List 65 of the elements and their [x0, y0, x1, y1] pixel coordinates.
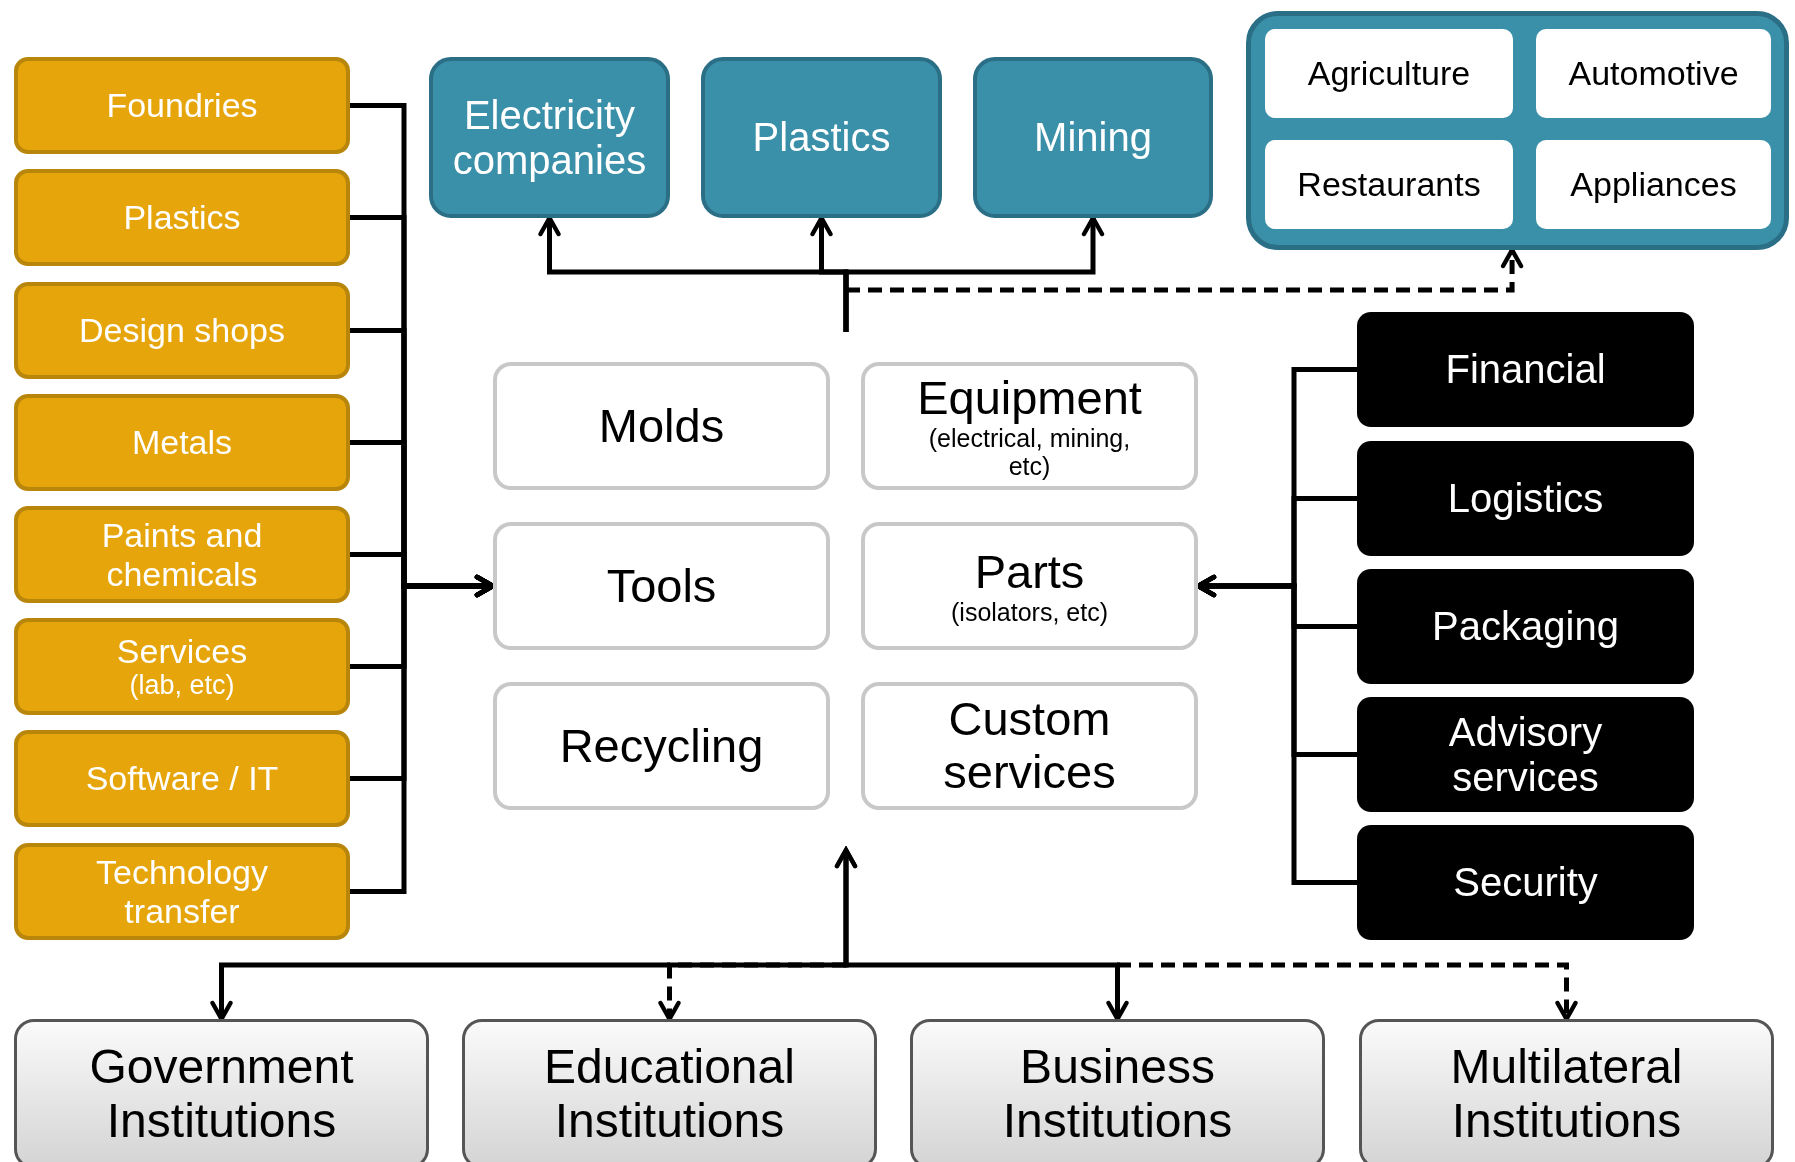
- box-label: Advisory services: [1447, 709, 1604, 800]
- box-label: Financial: [1445, 347, 1606, 392]
- sector-box: [429, 57, 670, 218]
- supplier-box: [14, 843, 350, 940]
- sector-box: [1536, 140, 1771, 229]
- box-label: Equipment: [917, 371, 1142, 425]
- sector-box: [973, 57, 1213, 218]
- box-subtext: (isolators, etc): [951, 598, 1108, 627]
- box-label: Logistics: [1447, 476, 1604, 521]
- box-label: Plastics: [123, 198, 241, 237]
- box-subtext: (lab, etc): [129, 670, 235, 701]
- box-label: Business Institutions: [1001, 1040, 1234, 1148]
- institution-box: [462, 1019, 877, 1162]
- sector-box: [1265, 140, 1513, 229]
- box-label: Agriculture: [1307, 54, 1471, 93]
- sector-panel: [1246, 11, 1789, 250]
- box-label: Software / IT: [85, 759, 279, 798]
- product-box: [861, 682, 1198, 810]
- supplier-box: [14, 506, 350, 603]
- supplier-box: [14, 282, 350, 379]
- product-box: [493, 362, 830, 490]
- sector-box: [701, 57, 942, 218]
- box-label: Foundries: [106, 86, 258, 125]
- box-label: Educational Institutions: [543, 1040, 796, 1148]
- sector-box: [1265, 29, 1513, 118]
- box-label: Automotive: [1568, 54, 1739, 93]
- box-subtext: (electrical, mining, etc): [927, 424, 1132, 481]
- supplier-box: [14, 394, 350, 491]
- box-label: Services: [116, 632, 248, 671]
- box-label: Government Institutions: [88, 1040, 355, 1148]
- institution-box: [1359, 1019, 1774, 1162]
- box-label: Packaging: [1432, 604, 1619, 649]
- sector-box: [1536, 29, 1771, 118]
- service-box: [1357, 569, 1694, 684]
- box-label: Design shops: [79, 311, 285, 350]
- institution-box: [14, 1019, 429, 1162]
- box-label: Technology transfer: [95, 853, 269, 930]
- service-box: [1357, 825, 1694, 940]
- product-box: [493, 682, 830, 810]
- connector-arrow: [843, 215, 1105, 332]
- box-label: Appliances: [1570, 165, 1737, 204]
- supplier-box: [14, 169, 350, 266]
- box-label: Molds: [598, 399, 725, 453]
- service-box: [1357, 441, 1694, 556]
- product-box: [861, 522, 1198, 650]
- box-label: Parts: [974, 545, 1085, 599]
- product-box: [861, 362, 1198, 490]
- product-box: [493, 522, 830, 650]
- box-label: Tools: [606, 559, 717, 613]
- box-label: Recycling: [559, 719, 764, 773]
- box-label: Custom services: [942, 693, 1117, 799]
- supplier-box: [14, 57, 350, 154]
- supplier-box: [14, 618, 350, 715]
- supplier-box: [14, 730, 350, 827]
- service-box: [1357, 312, 1694, 427]
- service-box: [1357, 697, 1694, 812]
- box-label: Multilateral Institutions: [1449, 1040, 1684, 1148]
- box-label: Plastics: [752, 115, 891, 160]
- box-label: Mining: [1034, 115, 1152, 160]
- institution-box: [910, 1019, 1325, 1162]
- box-label: Security: [1453, 860, 1598, 905]
- box-label: Restaurants: [1297, 165, 1481, 204]
- box-label: Electricity companies: [451, 92, 648, 183]
- box-label: Paints and chemicals: [100, 516, 264, 593]
- box-label: Metals: [131, 423, 233, 462]
